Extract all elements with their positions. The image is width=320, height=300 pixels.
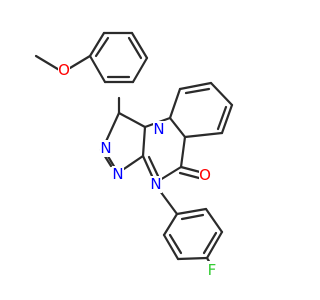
- bond: [176, 256, 209, 261]
- bond: [168, 87, 182, 120]
- atom-labels: O N N N N O F: [58, 61, 218, 279]
- bond: [220, 103, 234, 135]
- bond: [147, 155, 160, 178]
- bond: [88, 54, 107, 84]
- bond: [175, 207, 208, 216]
- bond: [184, 87, 211, 95]
- fluorophenyl-ring: [162, 207, 224, 261]
- bond: [141, 125, 147, 158]
- molecule-structure-diagram: O N N N N O F: [34, 31, 234, 279]
- bond: [178, 171, 201, 180]
- bond: [216, 105, 228, 131]
- bond: [94, 36, 110, 58]
- bond: [131, 56, 149, 84]
- bond: [179, 135, 187, 169]
- triazole-nitrogen-2-label: N: [100, 139, 111, 157]
- bond: [162, 212, 179, 237]
- bond: [168, 116, 187, 139]
- bond: [202, 231, 218, 255]
- triazole-nitrogen-3-label: N: [112, 165, 123, 183]
- bond: [178, 81, 213, 91]
- benzo-ring: [168, 81, 234, 139]
- bond: [127, 36, 143, 60]
- carbonyl-oxygen-label: O: [199, 166, 211, 184]
- bond: [117, 111, 147, 129]
- bond: [158, 189, 179, 216]
- bond: [162, 233, 180, 261]
- bridgehead-nitrogen-label: N: [153, 120, 164, 138]
- bond: [141, 154, 154, 178]
- bond: [130, 31, 149, 60]
- bond: [68, 54, 92, 70]
- bond: [209, 81, 234, 107]
- bond: [180, 213, 205, 221]
- methoxy-group: [34, 54, 92, 73]
- bond: [179, 165, 202, 174]
- fluorine-label: F: [208, 261, 217, 279]
- bond: [183, 131, 224, 139]
- bond: [34, 54, 63, 73]
- methoxy-oxygen-label: O: [58, 61, 70, 79]
- bond: [205, 230, 224, 260]
- bond: [204, 207, 224, 234]
- carbonyl-group: [178, 165, 202, 180]
- methoxyphenyl-ring: [88, 31, 149, 84]
- bond: [88, 31, 106, 58]
- bond: [158, 165, 183, 182]
- amide-nitrogen-label: N: [150, 175, 161, 193]
- bond: [168, 233, 183, 255]
